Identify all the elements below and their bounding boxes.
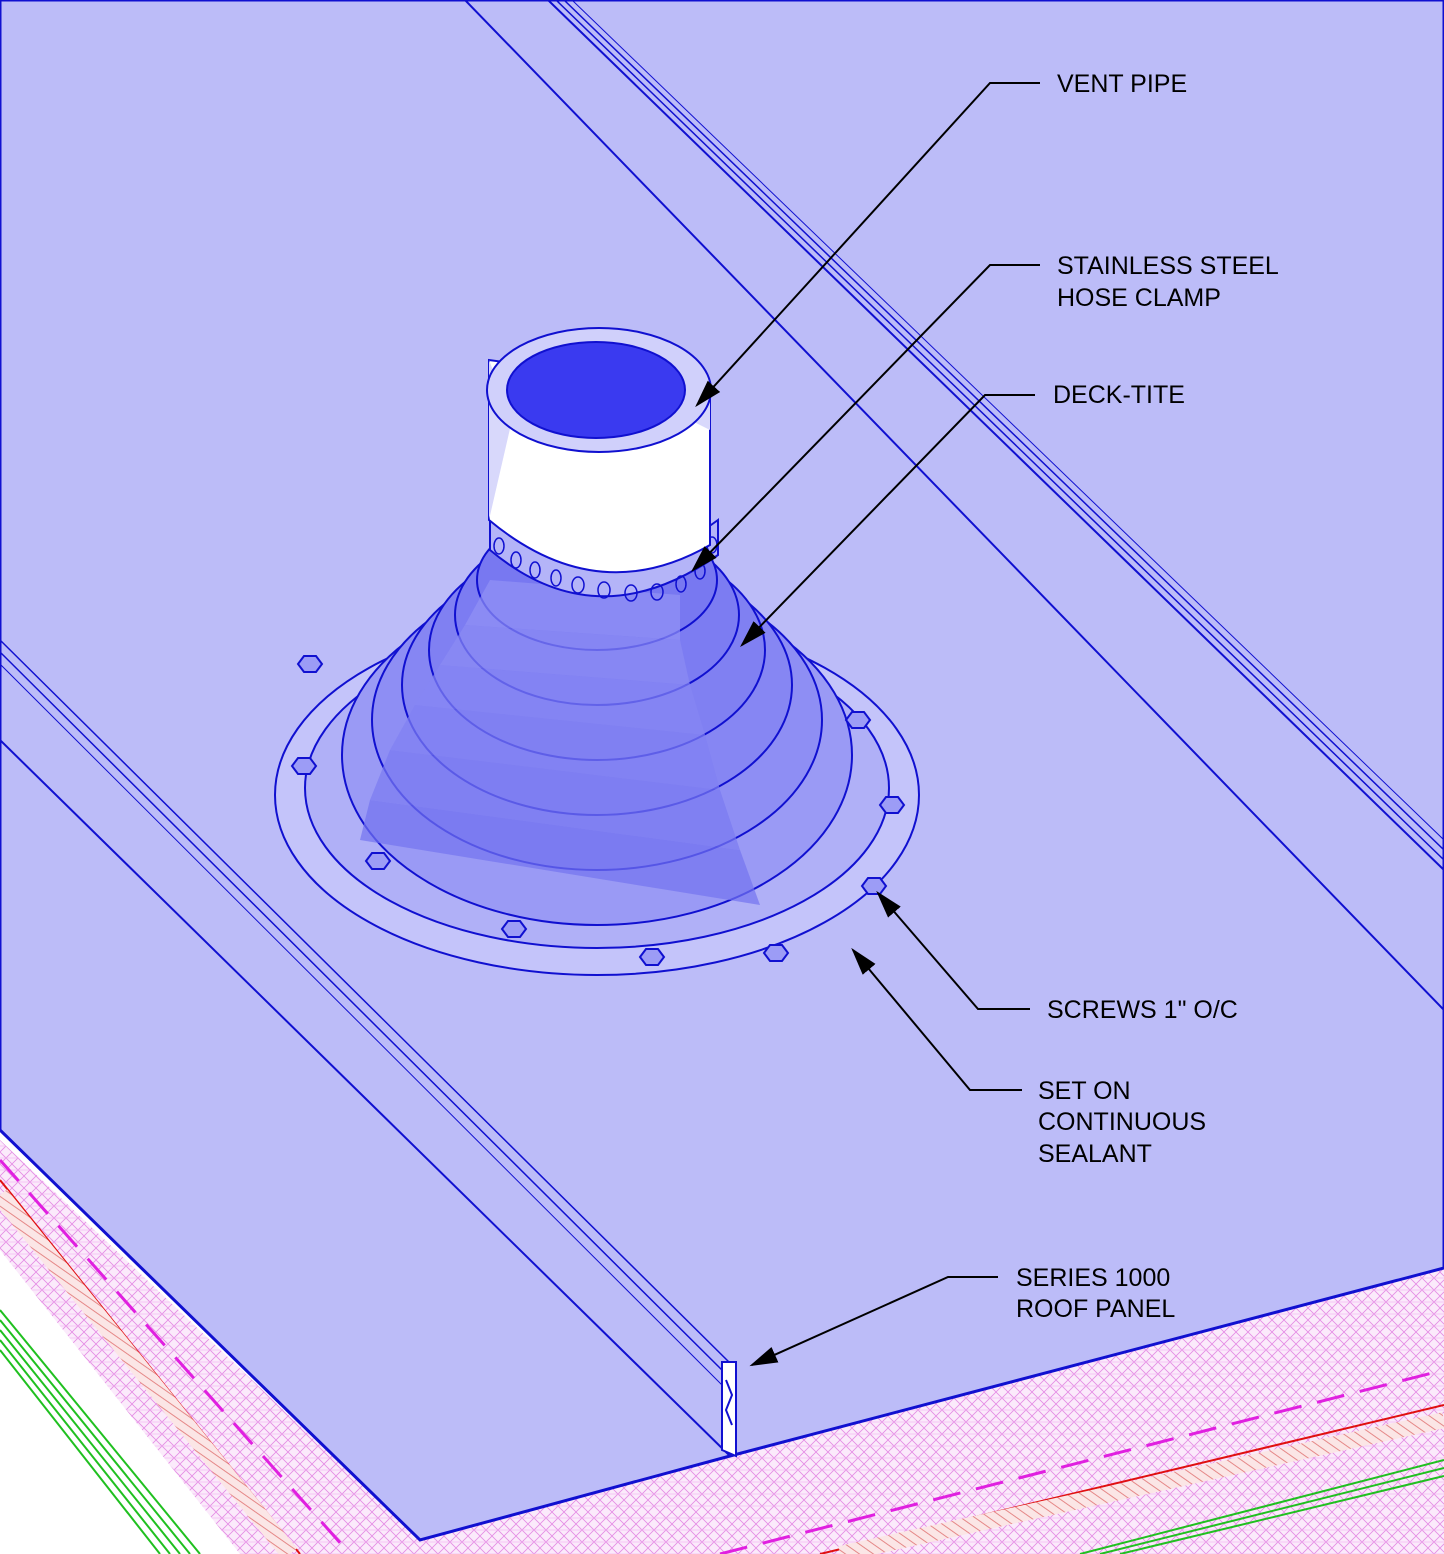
label-screws: SCREWS 1" O/C <box>1047 996 1238 1024</box>
label-sealant-2: CONTINUOUS <box>1038 1108 1206 1136</box>
screw <box>844 711 872 729</box>
label-sealant-1: SET ON <box>1038 1077 1131 1105</box>
substrate-layers <box>0 1140 1444 1554</box>
label-deck-tite: DECK-TITE <box>1053 381 1185 409</box>
flange-screws <box>290 655 906 966</box>
screw <box>878 796 906 814</box>
pipe-opening <box>506 341 686 439</box>
screw <box>500 920 528 938</box>
screw <box>290 757 318 775</box>
screw <box>364 852 392 870</box>
leader-deck-tite <box>740 394 1035 648</box>
standing-seam-left <box>0 639 737 1458</box>
screw <box>762 944 790 962</box>
label-roof-panel-1: SERIES 1000 <box>1016 1264 1170 1292</box>
callouts: VENT PIPE STAINLESS STEEL HOSE CLAMP DEC… <box>1016 70 1279 1323</box>
leaders <box>691 82 1040 1367</box>
label-roof-panel-2: ROOF PANEL <box>1016 1295 1175 1323</box>
screw <box>860 877 888 895</box>
leader-screws <box>876 890 1030 1010</box>
screw <box>296 655 324 673</box>
screw <box>638 948 666 966</box>
leader-roof-panel <box>749 1276 998 1367</box>
label-sealant-3: SEALANT <box>1038 1140 1152 1168</box>
label-hose-clamp-1: STAINLESS STEEL <box>1057 252 1279 280</box>
leader-sealant <box>851 947 1022 1091</box>
vent-pipe <box>486 327 712 574</box>
standing-seam-right <box>464 0 1444 1011</box>
leader-hose-clamp <box>691 264 1040 573</box>
label-hose-clamp-2: HOSE CLAMP <box>1057 284 1221 312</box>
label-vent-pipe: VENT PIPE <box>1057 70 1187 98</box>
leader-vent-pipe <box>695 82 1040 408</box>
